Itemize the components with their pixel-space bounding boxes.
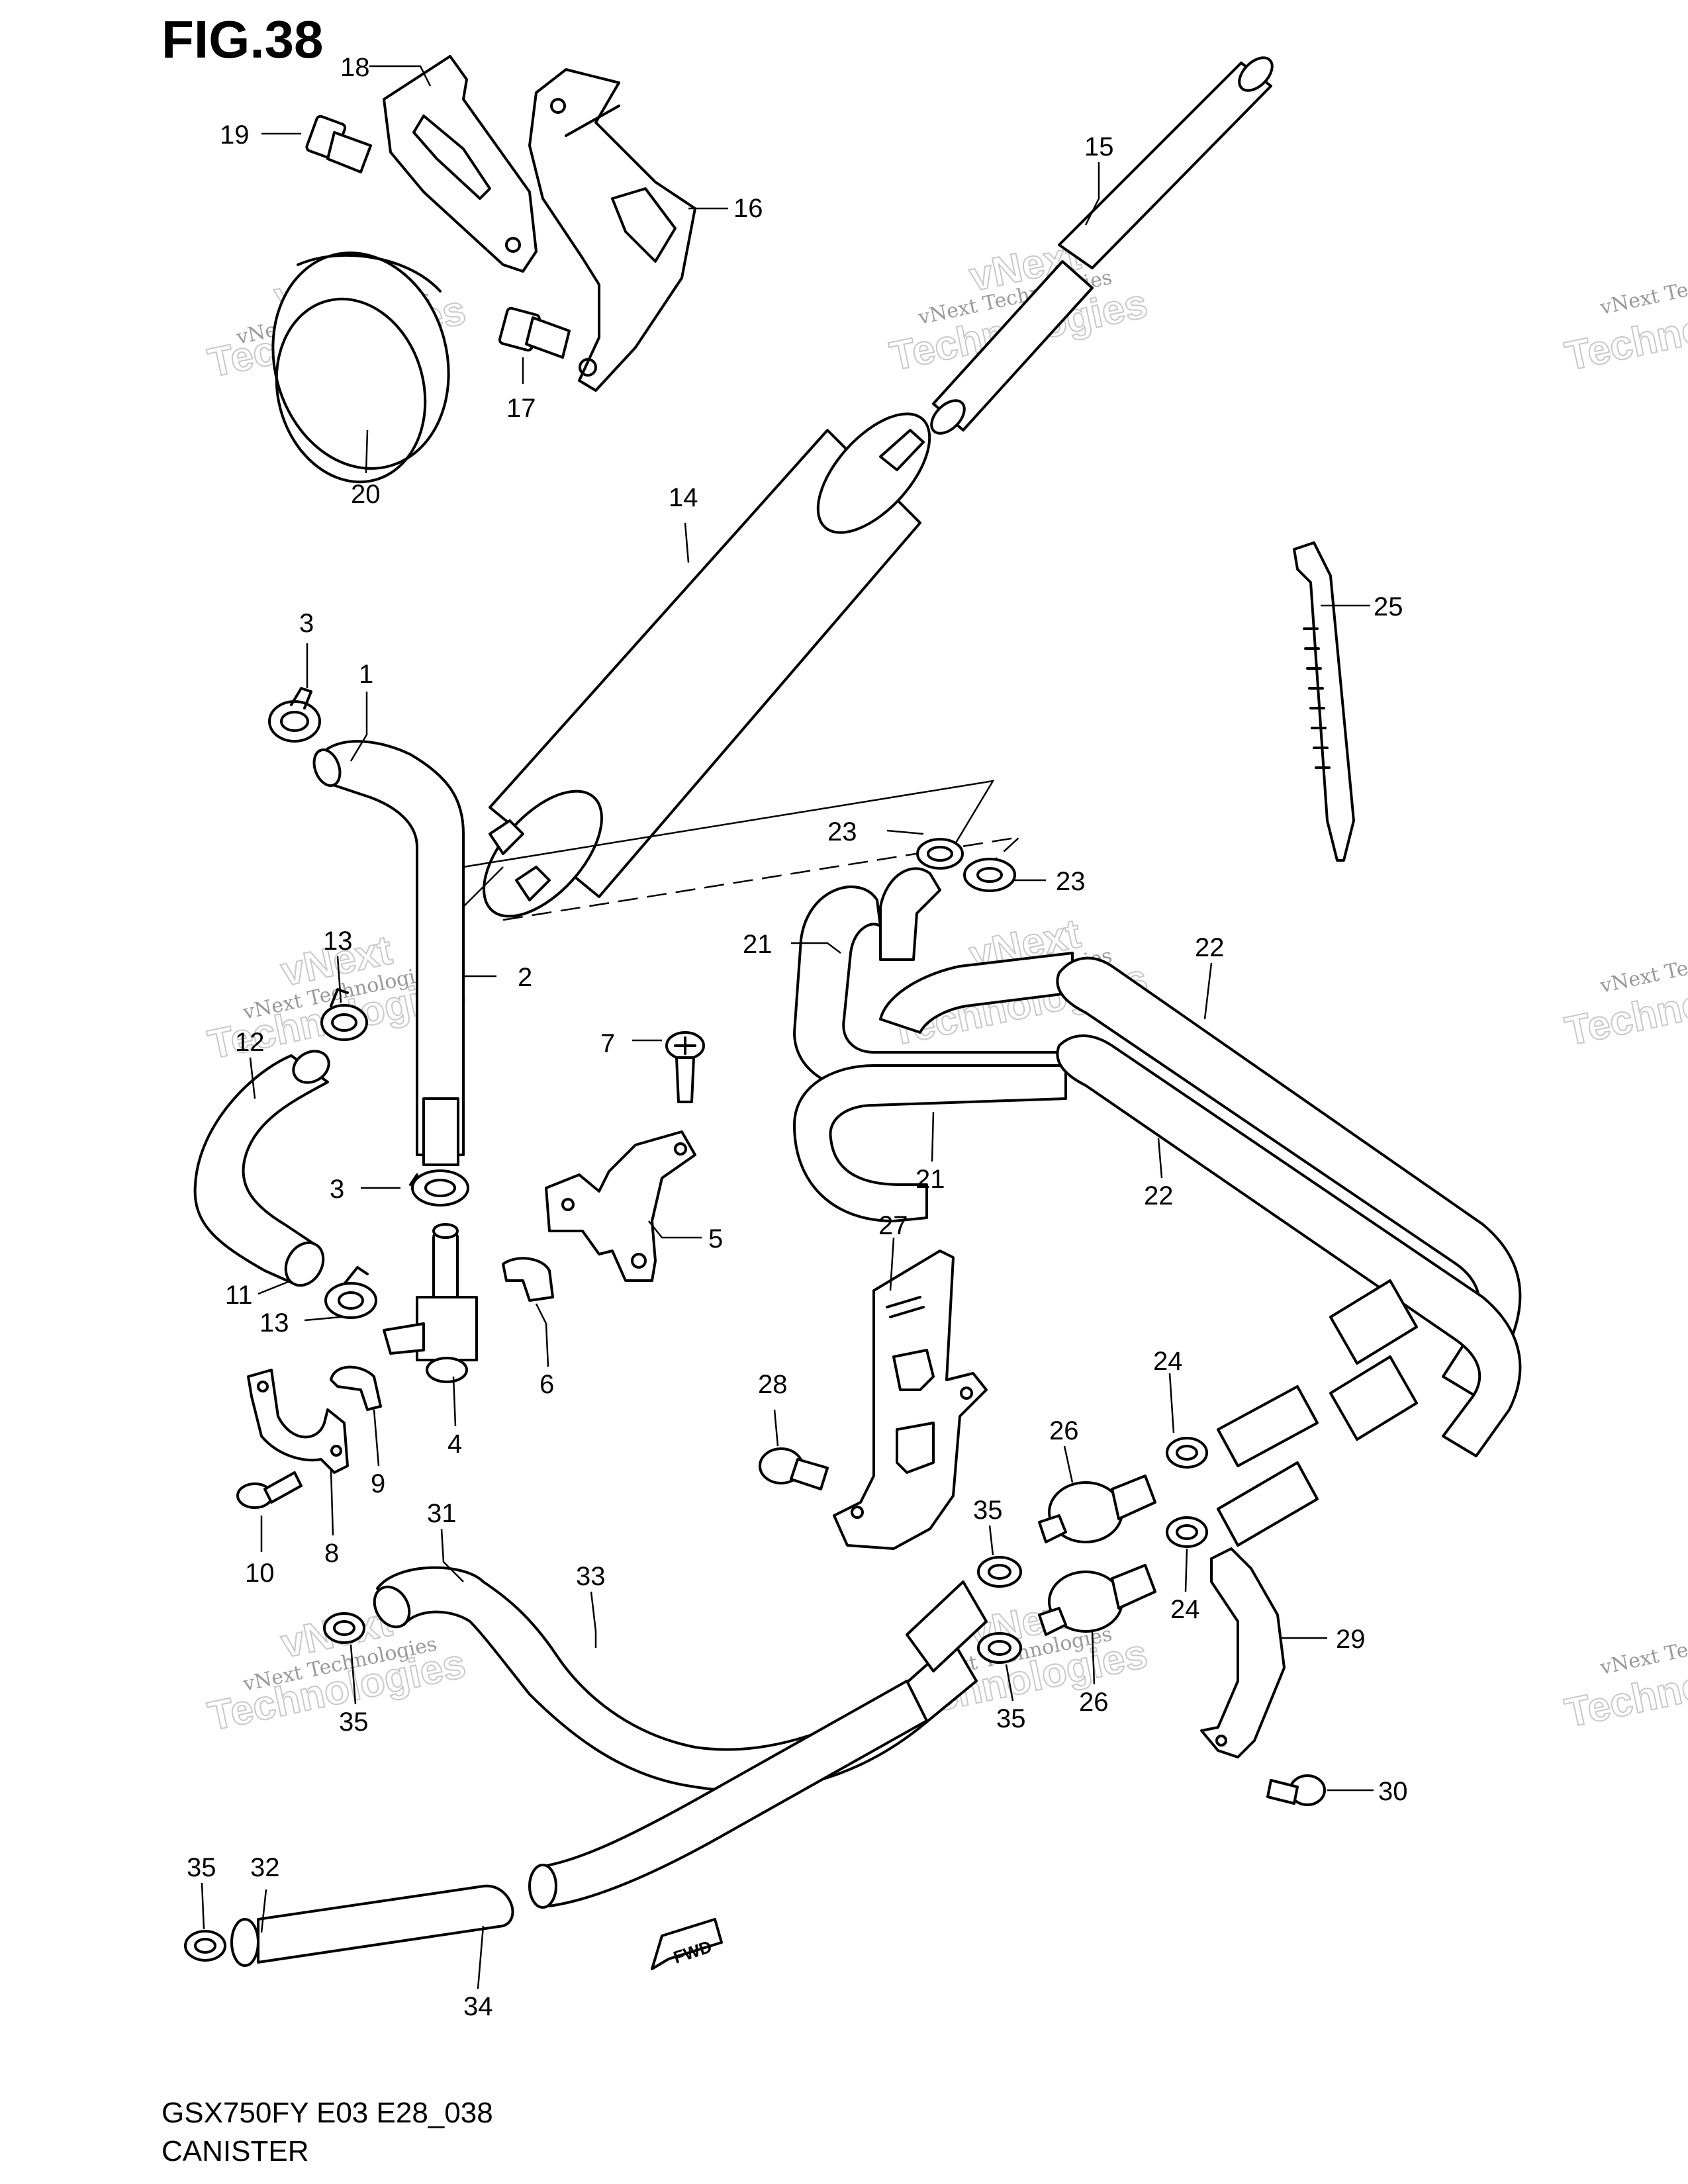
part-19-bolt	[305, 114, 372, 173]
part-27-bracket	[833, 1250, 988, 1550]
callout-28: 28	[758, 1370, 788, 1399]
callout-11: 11	[225, 1281, 253, 1310]
part-22-hoses	[1056, 956, 1522, 1457]
callout-18: 18	[340, 53, 370, 82]
callout-25: 25	[1374, 592, 1403, 621]
part-20-rubber-band	[271, 251, 450, 484]
callout-leaders	[201, 65, 1374, 1989]
callout-22a: 22	[1195, 933, 1225, 962]
part-23-clamp-upper	[916, 838, 964, 870]
callout-3a: 3	[299, 609, 314, 638]
callout-23a: 23	[827, 817, 857, 846]
callout-35d: 35	[187, 1853, 216, 1882]
part-28-bolt	[759, 1447, 829, 1490]
callout-34: 34	[463, 1992, 493, 2021]
short-hoses-near-24	[1217, 1385, 1319, 1547]
part-5-bracket	[545, 1130, 696, 1282]
part-32-34-hose	[230, 1680, 928, 1967]
part-3-clamp-lower	[409, 1169, 469, 1206]
part-21-hoses	[793, 867, 1074, 1222]
part-12-hose	[193, 1050, 330, 1287]
fwd-direction-mark: FWD	[651, 1918, 723, 1970]
part-14-canister	[483, 412, 931, 918]
part-1-2-hose	[312, 740, 465, 1166]
part-7-screw	[665, 1031, 705, 1103]
watermark-middle-right: vNext Technologies Technologies	[1561, 934, 1688, 1056]
callout-14: 14	[669, 483, 698, 512]
part-24-clamp-lower	[1166, 1516, 1208, 1548]
callout-33: 33	[576, 1562, 606, 1591]
callout-20: 20	[351, 480, 381, 509]
callout-19: 19	[220, 120, 250, 150]
svg-text:vNext Technologies: vNext Technologies	[1597, 256, 1688, 320]
callout-2: 2	[518, 963, 532, 992]
watermark-top-right: vNext Technologies Technologies	[1561, 256, 1688, 381]
callout-24b: 24	[1170, 1595, 1200, 1624]
part-8-clamp	[247, 1369, 349, 1474]
part-26-valve-lower	[1038, 1564, 1156, 1636]
callout-35b: 35	[996, 1704, 1026, 1733]
figure-title: FIG.38	[162, 10, 324, 69]
callout-1: 1	[359, 660, 373, 689]
section-name: CANISTER	[162, 2135, 309, 2167]
callout-16: 16	[733, 194, 763, 223]
part-24-clamp-upper	[1166, 1437, 1208, 1469]
part-23-clamp-lower	[963, 858, 1016, 892]
callout-32: 32	[250, 1853, 280, 1882]
callout-35a: 35	[973, 1496, 1003, 1525]
callout-21b: 21	[915, 1165, 945, 1194]
callout-30: 30	[1378, 1777, 1408, 1806]
callout-15: 15	[1084, 132, 1114, 161]
part-18-bracket	[383, 55, 538, 273]
callout-12: 12	[235, 1028, 265, 1057]
part-13-clamp-lower	[324, 1266, 377, 1319]
part-10-screw	[236, 1471, 303, 1509]
callout-29: 29	[1336, 1625, 1366, 1654]
part-4-valve	[383, 1223, 478, 1383]
part-3-clamp-upper	[268, 687, 321, 743]
callout-31: 31	[427, 1499, 457, 1528]
part-13-clamp-upper	[320, 988, 368, 1041]
watermark-bottom-right: vNext Technologies Technologies	[1561, 1616, 1688, 1737]
callout-4: 4	[447, 1430, 462, 1459]
part-6-clip	[502, 1257, 554, 1302]
callout-numbers: 18 19 16 15 17 20 14 25 3 1 2 13 12 23 2…	[187, 53, 1408, 2021]
part-15-hose	[930, 56, 1274, 435]
part-9-clip	[330, 1365, 382, 1411]
part-16-bracket	[528, 68, 696, 392]
callout-26b: 26	[1079, 1688, 1109, 1717]
callout-3b: 3	[330, 1175, 344, 1204]
part-17-bolt	[498, 306, 571, 359]
callout-7: 7	[600, 1029, 615, 1058]
part-30-bolt	[1266, 1774, 1326, 1806]
part-35-clamp-d	[184, 1930, 226, 1962]
callout-13a: 13	[323, 927, 353, 956]
part-35-clamp-a	[977, 1556, 1022, 1588]
part-29-bracket	[1200, 1547, 1286, 1758]
callout-17: 17	[506, 394, 536, 423]
callout-24a: 24	[1153, 1347, 1183, 1376]
callout-9: 9	[371, 1469, 385, 1498]
callout-10: 10	[245, 1559, 275, 1588]
callout-8: 8	[324, 1539, 339, 1568]
callout-26a: 26	[1049, 1416, 1079, 1445]
callout-5: 5	[708, 1224, 723, 1253]
callout-21a: 21	[743, 930, 773, 959]
part-35-clamp-c	[323, 1612, 365, 1644]
callout-13b: 13	[259, 1308, 289, 1338]
part-26-valve-upper	[1038, 1475, 1156, 1543]
callout-23b: 23	[1056, 867, 1086, 896]
callout-27: 27	[878, 1211, 908, 1240]
callout-22b: 22	[1144, 1181, 1174, 1210]
part-25-cable-tie	[1293, 541, 1355, 862]
callout-35c: 35	[339, 1707, 369, 1737]
callout-6: 6	[539, 1370, 554, 1399]
part-35-clamp-b	[977, 1632, 1022, 1664]
model-code: GSX750FY E03 E28_038	[162, 2097, 493, 2129]
